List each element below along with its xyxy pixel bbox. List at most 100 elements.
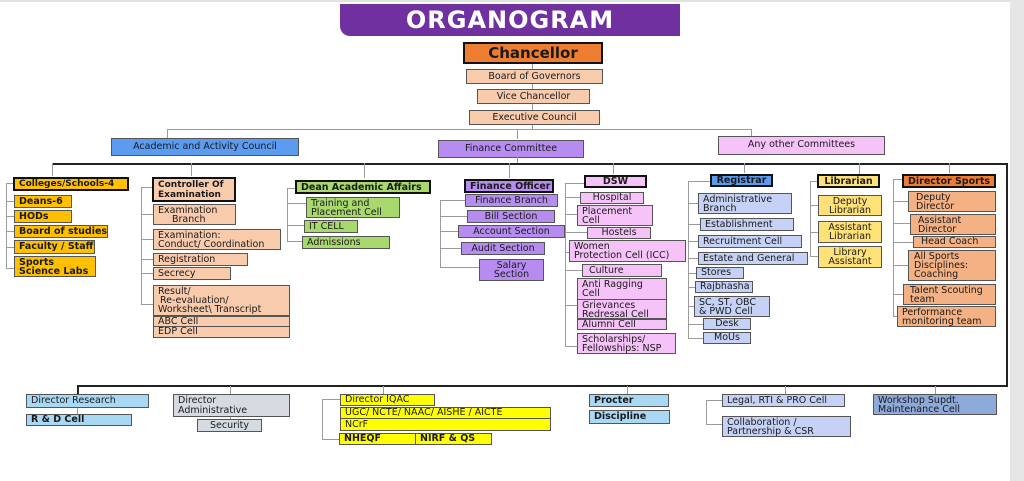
- talent-scouting-box[interactable]: Talent Scouting team: [903, 284, 996, 305]
- rajbhasha-box[interactable]: Rajbhasha: [695, 281, 753, 293]
- colleges-head[interactable]: Colleges/Schools-4: [13, 177, 129, 191]
- audit-section-box[interactable]: Audit Section: [461, 242, 545, 255]
- connector: [77, 385, 79, 395]
- connector: [744, 163, 745, 173]
- connector: [706, 424, 723, 425]
- rd-cell-box[interactable]: R & D Cell: [26, 414, 132, 426]
- mous-box[interactable]: MoUs: [703, 332, 751, 344]
- account-section-box[interactable]: Account Section: [458, 225, 565, 238]
- placement-cell-box[interactable]: Placement Cell: [577, 205, 653, 226]
- connector: [893, 294, 903, 295]
- estate-general-box[interactable]: Estate and General: [698, 252, 808, 265]
- hospital-box[interactable]: Hospital: [580, 192, 644, 204]
- academic-council-box[interactable]: Academic and Activity Council: [111, 138, 299, 156]
- director-administrative-box[interactable]: Director Administrative: [173, 394, 290, 417]
- edp-cell-box[interactable]: EDP Cell: [153, 326, 290, 338]
- assistant-librarian-box[interactable]: Assistant Librarian: [818, 221, 882, 243]
- hostels-box[interactable]: Hostels: [587, 227, 651, 239]
- workshop-maintenance-box[interactable]: Workshop Supdt. Maintenance Cell: [873, 394, 997, 415]
- connector: [751, 129, 752, 137]
- procter-box[interactable]: Procter: [589, 394, 669, 407]
- executive-council-box[interactable]: Executive Council: [469, 110, 600, 125]
- hods-box[interactable]: HODs: [14, 210, 72, 223]
- finance-officer-head[interactable]: Finance Officer: [464, 179, 554, 193]
- ncrf-box[interactable]: NCrF: [340, 418, 551, 431]
- board-of-studies-box[interactable]: Board of studies: [14, 225, 108, 238]
- connector: [287, 225, 304, 226]
- page-title: ORGANOGRAM: [340, 4, 680, 36]
- vice-chancellor-box[interactable]: Vice Chancellor: [477, 89, 590, 104]
- salary-section-box[interactable]: Salary Section: [479, 259, 544, 281]
- collaboration-csr-box[interactable]: Collaboration / Partnership & CSR: [722, 416, 851, 437]
- registrar-head[interactable]: Registrar: [710, 174, 773, 187]
- library-assistant-box[interactable]: Library Assistant: [818, 246, 882, 268]
- desk-box[interactable]: Desk: [703, 318, 751, 330]
- label: Assistant: [918, 215, 962, 226]
- deans-box[interactable]: Deans-6: [14, 195, 72, 208]
- label: Director: [918, 224, 957, 235]
- anti-ragging-cell-box[interactable]: Anti Ragging Cell: [577, 278, 667, 300]
- women-protection-cell-box[interactable]: Women Protection Cell (ICC): [569, 240, 686, 262]
- nirf-qs-box[interactable]: NIRF & QS: [415, 433, 492, 445]
- label: Librarian: [828, 231, 872, 242]
- label: Women: [574, 241, 610, 252]
- discipline-box[interactable]: Discipline: [589, 410, 670, 424]
- culture-box[interactable]: Culture: [582, 264, 662, 277]
- label: Deputy: [916, 192, 951, 203]
- admissions-box[interactable]: Admissions: [302, 236, 390, 249]
- label: Fellowships: NSP: [582, 343, 662, 354]
- dsw-head[interactable]: DSW: [584, 175, 647, 188]
- security-box[interactable]: Security: [197, 419, 262, 432]
- connector: [440, 267, 479, 268]
- legal-rti-pro-box[interactable]: Legal, RTI & PRO Cell: [722, 394, 845, 407]
- librarian-head[interactable]: Librarian: [817, 174, 880, 188]
- connector: [322, 399, 340, 400]
- faculty-staff-box[interactable]: Faculty / Staff: [14, 240, 95, 254]
- performance-monitoring-box[interactable]: Performance monitoring team: [897, 306, 996, 327]
- connector: [565, 305, 577, 306]
- connector: [688, 258, 698, 259]
- sports-science-labs-box[interactable]: Sports Science Labs: [14, 256, 96, 277]
- recruitment-cell-box[interactable]: Recruitment Cell: [698, 235, 802, 248]
- scrollbar[interactable]: [1010, 0, 1024, 481]
- label: Librarian: [828, 205, 872, 216]
- training-placement-box[interactable]: Training and Placement Cell: [306, 197, 400, 218]
- deputy-librarian-box[interactable]: Deputy Librarian: [818, 195, 882, 216]
- label: Assistant: [828, 256, 872, 267]
- chancellor-box[interactable]: Chancellor: [463, 42, 603, 64]
- result-reevaluation-box[interactable]: Result/ Re-evaluation/ Worksheet\ Transc…: [153, 285, 290, 316]
- scholarships-box[interactable]: Scholarships/ Fellowships: NSP: [577, 333, 676, 354]
- director-sports-head[interactable]: Director Sports: [902, 174, 996, 188]
- registration-box[interactable]: Registration: [153, 253, 248, 266]
- label: Result/: [158, 286, 191, 297]
- establishment-box[interactable]: Establishment: [700, 218, 794, 231]
- connector: [52, 163, 53, 176]
- director-iqac-box[interactable]: Director IQAC: [340, 394, 435, 406]
- all-sports-disciplines-box[interactable]: All Sports Disciplines: Coaching: [908, 250, 996, 281]
- dean-academic-affairs-head[interactable]: Dean Academic Affairs: [295, 180, 431, 194]
- alumni-cell-box[interactable]: Alumni Cell: [577, 319, 667, 330]
- assistant-director-box[interactable]: Assistant Director: [910, 214, 996, 235]
- secrecy-box[interactable]: Secrecy: [153, 267, 231, 280]
- examination-conduct-box[interactable]: Examination: Conduct/ Coordination: [153, 229, 281, 250]
- connector: [688, 181, 689, 339]
- label: Worksheet\ Transcript: [158, 304, 262, 315]
- board-of-governors-box[interactable]: Board of Governors: [466, 69, 603, 84]
- stores-box[interactable]: Stores: [696, 267, 744, 279]
- connector: [935, 386, 936, 395]
- nheqf-box[interactable]: NHEQF: [339, 433, 416, 445]
- deputy-director-box[interactable]: Deputy Director: [908, 191, 996, 212]
- examination-branch-box[interactable]: Examination Branch: [153, 204, 236, 225]
- grievances-redressal-box[interactable]: Grievances Redressal Cell: [577, 299, 667, 319]
- it-cell-box[interactable]: IT CELL: [304, 220, 358, 233]
- connector: [52, 163, 1008, 165]
- administrative-branch-box[interactable]: Administrative Branch: [698, 193, 792, 214]
- director-research-box[interactable]: Director Research: [26, 394, 149, 408]
- finance-committee-box[interactable]: Finance Committee: [438, 140, 584, 158]
- controller-of-examination-head[interactable]: Controller Of Examination: [152, 177, 236, 202]
- head-coach-box[interactable]: Head Coach: [913, 236, 996, 248]
- bill-section-box[interactable]: Bill Section: [467, 210, 555, 223]
- finance-branch-box[interactable]: Finance Branch: [465, 194, 558, 207]
- other-committees-box[interactable]: Any other Committees: [718, 136, 885, 155]
- sc-st-obc-pwd-cell-box[interactable]: SC, ST, OBC & PWD Cell: [694, 296, 770, 317]
